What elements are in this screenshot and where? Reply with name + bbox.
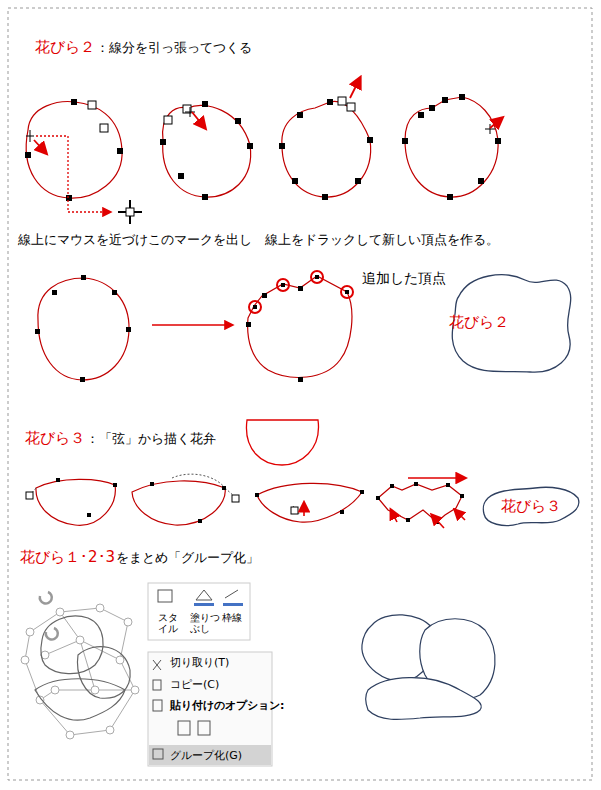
label-text: 花びら１･2･3: [20, 548, 115, 566]
label-text: 塗りつぶし: [190, 612, 220, 634]
label-text: ：線分を引っ張ってつくる: [96, 40, 252, 56]
petal-shape: 花びら２: [445, 266, 577, 378]
label-text: グループ化(G): [170, 749, 242, 762]
label-text: 枠線: [222, 612, 242, 624]
label-text: 貼り付けのオプション:: [170, 699, 284, 712]
label-text: スタイル: [158, 612, 186, 634]
label-text: をまとめ「グループ化」: [116, 550, 259, 566]
label-text: 切り取り(T): [170, 656, 229, 669]
label-text: 線上にマウスを近づけこのマークを出し 線上をドラックして新しい頂点を作る。: [18, 232, 499, 248]
petal-label: 花びら２: [449, 313, 509, 332]
label-text: コピー(C): [170, 678, 219, 691]
label-text: 花びら３: [25, 429, 85, 447]
label-text: ：「弦」から描く花弁: [86, 431, 216, 447]
petal-label: 花びら３: [501, 497, 561, 516]
petal-shape: 花びら３: [480, 484, 582, 528]
label-text: 追加した頂点: [362, 270, 446, 287]
label-text: 花びら２: [35, 38, 95, 56]
